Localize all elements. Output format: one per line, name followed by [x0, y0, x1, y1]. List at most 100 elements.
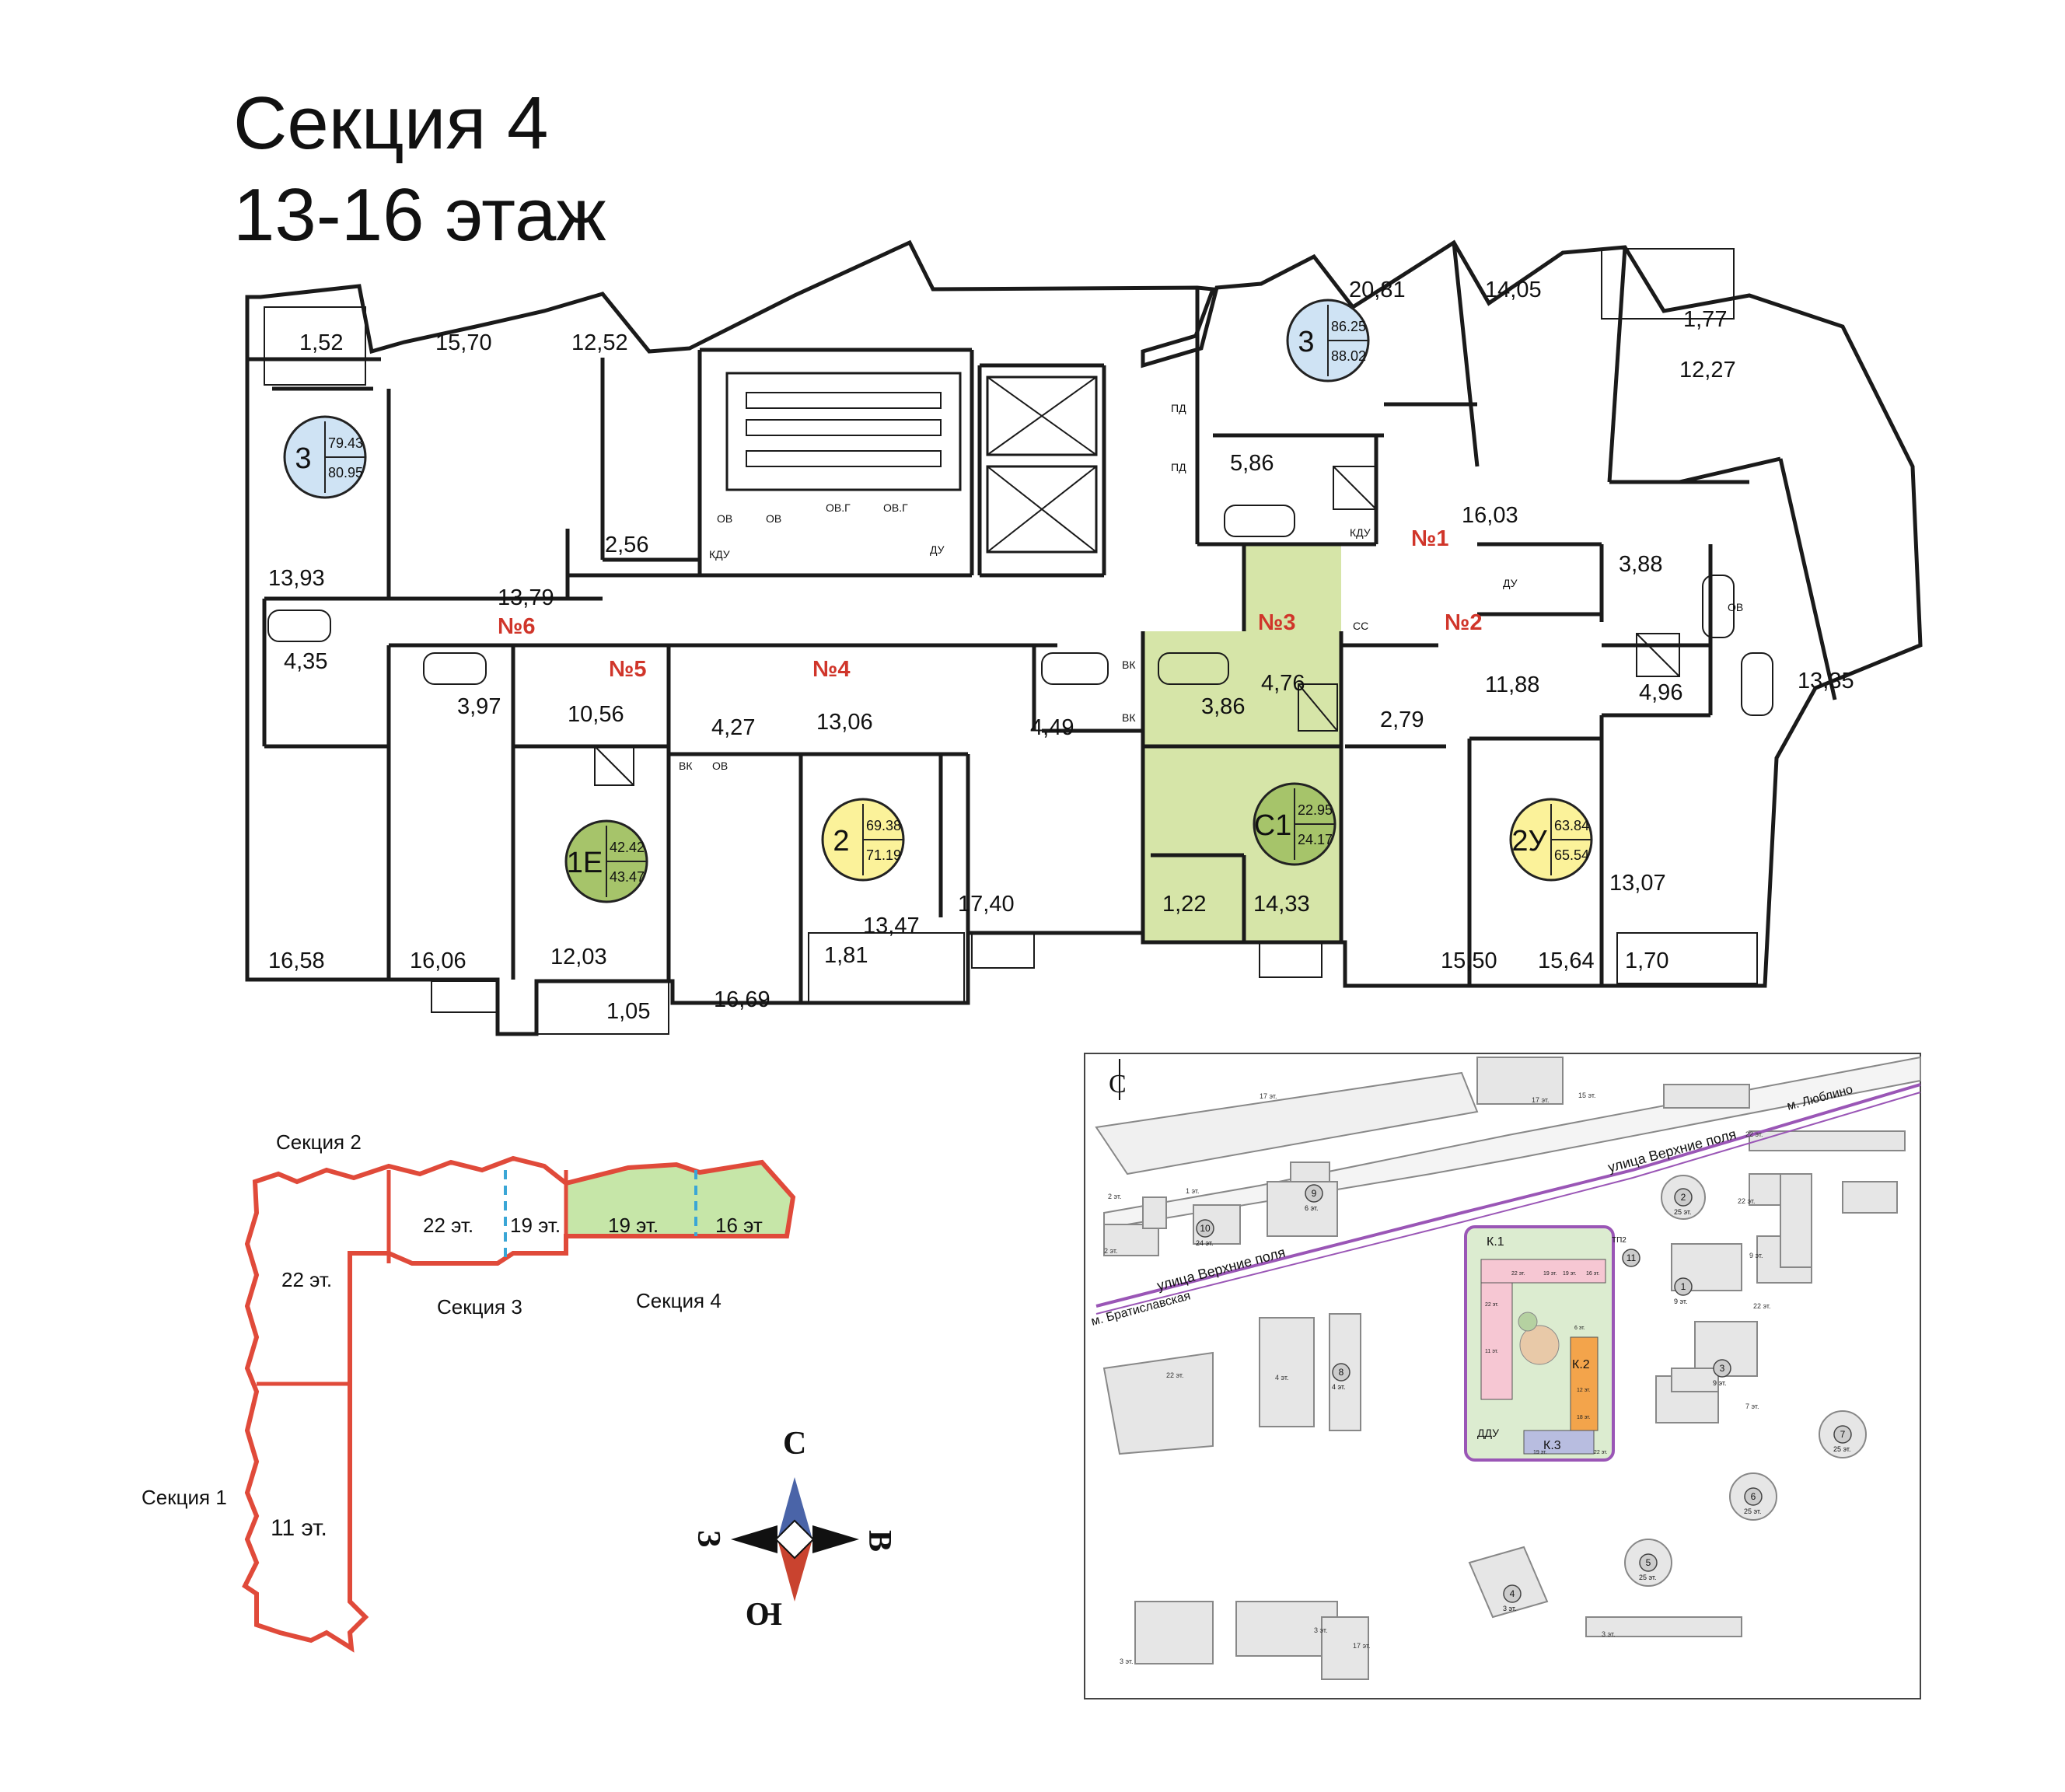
site-building-num: 9	[1312, 1188, 1317, 1199]
mark-ss: СС	[1353, 620, 1368, 632]
site-building-floors: 9 эт.	[1674, 1298, 1688, 1305]
site-building-floors: 24 эт.	[1196, 1239, 1214, 1247]
room-area-a3: 12,52	[571, 330, 628, 355]
compass-south-arrow	[777, 1539, 812, 1602]
unit-total-area: 43.47	[610, 869, 645, 885]
mark-ov4: ОВ	[1728, 601, 1743, 613]
site-floor-label: 17 эт.	[1532, 1096, 1550, 1104]
site-building-11: 11	[1622, 1249, 1640, 1267]
room-area-a5: 14,05	[1485, 278, 1542, 302]
site-floor-label: 17 эт.	[1353, 1642, 1371, 1650]
site-building-4: 43 эт.	[1503, 1584, 1522, 1612]
room-area-a9: 16,03	[1462, 503, 1518, 528]
map-north-mark: С	[1109, 1059, 1127, 1100]
key-plan-s4-floors-b: 16 эт	[715, 1214, 763, 1237]
room-area-a35: 1,05	[606, 999, 650, 1024]
site-building-floors: 9 эт.	[1713, 1379, 1727, 1387]
unit-living-area: 63.84	[1554, 818, 1589, 833]
corpus-2: К.2	[1572, 1358, 1590, 1371]
complex-floor-label: 11 эт.	[1485, 1349, 1498, 1354]
room-area-a19: 3,86	[1201, 694, 1245, 719]
complex-floor-label: 19 эт.	[1533, 1450, 1547, 1455]
room-area-a32: 16,58	[268, 948, 325, 973]
residential-complex	[1464, 1225, 1615, 1462]
room-area-a16: 4,27	[711, 715, 755, 740]
room-area-a14: 3,97	[457, 694, 501, 719]
ddu-label: ДДУ	[1477, 1427, 1499, 1439]
room-area-a6: 1,77	[1683, 307, 1727, 332]
site-floor-label: 15 эт.	[1578, 1092, 1596, 1099]
complex-floor-label: 22 эт.	[1485, 1302, 1499, 1308]
site-floor-label: 3 эт.	[1120, 1658, 1134, 1665]
room-area-a10: 2,56	[605, 533, 648, 557]
unit-total-area: 24.17	[1298, 832, 1333, 847]
room-area-a21: 2,79	[1380, 707, 1424, 732]
mark-du2: ДУ	[1503, 577, 1518, 589]
room-area-a23: 3,88	[1619, 552, 1662, 577]
unit-rooms: 1Е	[567, 847, 603, 879]
mark-du: ДУ	[930, 543, 945, 556]
mark-ov2: ОВ	[766, 512, 781, 525]
site-floor-label: 3 эт.	[1314, 1626, 1328, 1634]
site-building-floors: 25 эт.	[1639, 1574, 1657, 1581]
key-plan-s3-floors-a: 22 эт.	[423, 1214, 473, 1237]
key-plan-s4-floors-a: 19 эт.	[608, 1214, 659, 1237]
room-area-a13: 4,35	[284, 649, 327, 674]
site-building-2: 225 эт.	[1674, 1188, 1693, 1216]
room-area-a15: 10,56	[568, 702, 624, 727]
room-area-a25: 13,35	[1798, 669, 1854, 693]
site-building-6: 6 25 эт.	[1744, 1487, 1763, 1515]
complex-floor-label: 22 эт.	[1594, 1450, 1608, 1455]
complex-floor-label: 12 эт.	[1577, 1388, 1591, 1393]
key-plan-section4-fill	[566, 1162, 793, 1236]
apartment-number-4: №4	[812, 657, 850, 682]
site-building-num: 6	[1751, 1491, 1756, 1502]
tp-label: ТП2	[1612, 1236, 1626, 1245]
site-building-num: 1	[1681, 1281, 1686, 1292]
small-marks: КДУ ОВ ОВ ОВ.Г ОВ.Г ДУ ВК ОВ ВК ВК ПД ПД…	[679, 402, 1743, 772]
site-building-floors: 25 эт.	[1833, 1445, 1851, 1453]
apartment-number-6: №6	[498, 614, 535, 639]
mark-kdu: КДУ	[709, 548, 730, 561]
site-building-floors: 4 эт.	[1332, 1383, 1346, 1391]
site-floor-label: 4 эт.	[1275, 1374, 1289, 1382]
room-area-a37: 15,50	[1441, 948, 1497, 973]
unit-living-area: 79.43	[328, 435, 363, 451]
site-floor-label: 1 эт.	[1186, 1187, 1200, 1195]
mark-vk2: ВК	[1122, 658, 1136, 671]
section-title: Секция 4	[233, 82, 549, 165]
room-area-a30: 13,47	[863, 913, 920, 938]
site-building-3: 3 9 эт.	[1713, 1359, 1731, 1387]
site-building-floors: 25 эт.	[1744, 1507, 1762, 1515]
room-area-a28: 1,22	[1162, 892, 1206, 917]
apartment-number-3: №3	[1258, 610, 1295, 635]
unit-living-area: 42.42	[610, 840, 645, 855]
unit-living-area: 22.95	[1298, 802, 1333, 818]
complex-floor-label: 19 эт.	[1563, 1271, 1577, 1277]
site-building-num: 8	[1339, 1367, 1344, 1378]
mark-ov: ОВ	[717, 512, 732, 525]
mark-pd2: ПД	[1171, 461, 1186, 473]
unit-rooms: 3	[295, 442, 311, 475]
unit-rooms: 3	[1298, 326, 1314, 358]
compass-west-arrow	[731, 1525, 777, 1553]
key-plan: Секция 2 Секция 3 Секция 4 Секция 1 22 э…	[142, 1130, 796, 1653]
site-building-num: 3	[1720, 1363, 1725, 1374]
mark-pd: ПД	[1171, 402, 1186, 414]
unit-total-area: 80.95	[328, 465, 363, 480]
room-area-a31: 1,81	[824, 943, 868, 968]
room-area-a24: 4,96	[1639, 680, 1682, 705]
site-floor-label: 22 эт.	[1166, 1371, 1184, 1379]
complex-floor-label: 18 эт.	[1577, 1415, 1591, 1420]
room-area-a11: 13,93	[268, 566, 325, 591]
site-buildings: 19 эт.225 эт.39 эт.43 эт.525 эт.625 эт.7…	[1196, 1184, 1852, 1612]
room-area-a4: 20,81	[1349, 278, 1406, 302]
unit-rooms: 2У	[1511, 825, 1547, 858]
room-area-a22: 11,88	[1485, 672, 1539, 697]
outer-wall	[245, 239, 1923, 1036]
